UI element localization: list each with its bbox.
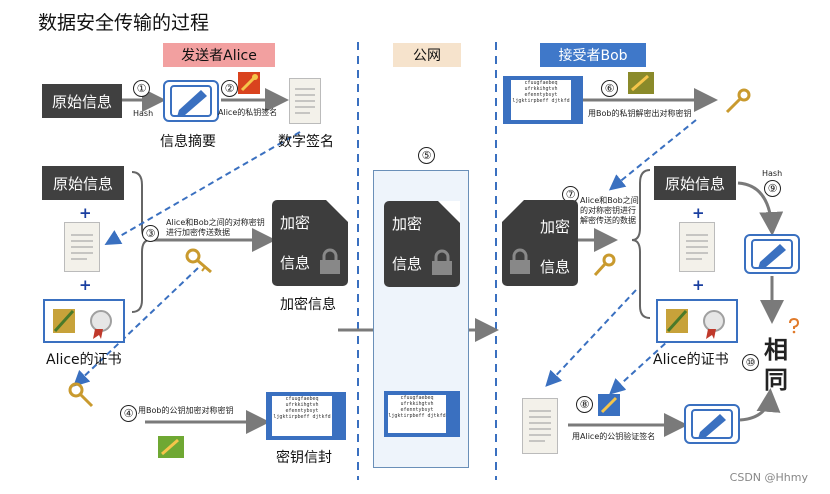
- step-5-badge: ⑤: [418, 147, 435, 164]
- same-char-1: 相: [764, 336, 788, 364]
- arrow-to-same-bottom: [739, 388, 781, 422]
- receiver-original-info: 原始信息: [654, 166, 736, 200]
- sym-key-icon-receiver: [724, 88, 752, 114]
- step-2-badge: ②: [221, 80, 238, 97]
- public-network-header: 公网: [393, 43, 461, 67]
- lock-icon-sender: [320, 248, 340, 274]
- plus-sign-4: +: [692, 276, 705, 294]
- info-word-sender: 信息: [280, 254, 311, 272]
- signature-label: 数字签名: [278, 134, 334, 150]
- signature-doc-icon: [289, 78, 321, 124]
- step-8-badge: ⑧: [576, 396, 593, 413]
- digest-label: 信息摘要: [160, 134, 216, 150]
- step-10-badge: ⑩: [742, 354, 759, 371]
- dashed-doc-to-sig: [545, 289, 637, 387]
- step-6-badge: ⑥: [601, 80, 618, 97]
- enc-word-sender: 加密: [280, 214, 311, 232]
- hash-label-receiver: Hash: [762, 169, 783, 178]
- receiver-brace: [631, 169, 651, 319]
- bob-private-key-icon: [628, 72, 654, 94]
- receiver-header: 接受者Bob: [540, 43, 646, 67]
- enc-word-public: 加密: [392, 215, 423, 233]
- sender-encrypted-box: 加密 信息: [272, 200, 348, 286]
- hash-label-sender: Hash: [133, 109, 154, 118]
- public-envelope-box: cfuugfaebeq ufrkkihgtvh efenntybsyt ljgk…: [384, 391, 460, 437]
- envelope-hash-text: cfuugfaebeq ufrkkihgtvh efenntybsyt ljgk…: [272, 396, 332, 436]
- sender-cert-icon: [43, 299, 125, 343]
- dashed-key-to-decrypt: [608, 119, 697, 191]
- sym-decrypt-label: Alice和Bob之间的对称密钥进行解密传送的数据: [580, 196, 639, 225]
- alice-pubkey-verify-label: 用Alice的公钥验证签名: [572, 432, 656, 441]
- receiver-signed-doc-icon: [679, 222, 715, 272]
- step-9-badge: ⑨: [764, 180, 781, 197]
- sym-key-icon-sender: [185, 248, 213, 274]
- receiver-encrypted-box: 加密 信息: [502, 200, 578, 286]
- info-word-receiver: 信息: [540, 258, 571, 276]
- sender-signed-doc-icon: [64, 222, 100, 272]
- digest-icon: [163, 80, 219, 122]
- receiver-cert-icon: [656, 299, 738, 343]
- bob-public-key-icon: [158, 436, 184, 458]
- key-envelope-label: 密钥信封: [276, 450, 332, 466]
- step-4-badge: ④: [120, 405, 137, 422]
- public-envelope-hash-text: cfuugfaebeq ufrkkihgtvh efenntybsyt ljgk…: [388, 395, 446, 433]
- sym-key-icon-decrypt: [593, 253, 617, 277]
- sender-brace: [131, 171, 151, 313]
- receiver-envelope-box: cfuugfaebeq ufrkkihgtvh efenntybsyt ljgk…: [503, 76, 583, 124]
- watermark: CSDN @Hhmy: [729, 471, 808, 484]
- enc-word-receiver: 加密: [540, 218, 571, 236]
- receiver-signature-doc-icon: [522, 398, 558, 454]
- step-3-badge: ③: [142, 225, 159, 242]
- page-title: 数据安全传输的过程: [38, 12, 210, 34]
- info-word-public: 信息: [392, 255, 423, 273]
- lock-icon-receiver: [510, 248, 530, 274]
- arrow-hash-recv: [737, 181, 784, 236]
- plus-sign-1: +: [79, 204, 92, 222]
- bob-privkey-decrypt-label: 用Bob的私钥解密出对称密钥: [588, 109, 692, 118]
- sender-header: 发送者Alice: [163, 43, 275, 67]
- dashed-signature-to-doc: [104, 131, 301, 246]
- receiver-verify-digest-icon: [684, 404, 740, 444]
- plus-sign-3: +: [692, 204, 705, 222]
- same-char-2: 同: [764, 366, 788, 394]
- key-envelope-box: cfuugfaebeq ufrkkihgtvh efenntybsyt ljgk…: [266, 392, 346, 440]
- lock-icon-public: [432, 249, 452, 275]
- plus-sign-2: +: [79, 276, 92, 294]
- dashed-key-to-key: [73, 267, 199, 387]
- public-network-container: 加密 信息 cfuugfaebeq ufrkkihgtvh efenntybsy…: [373, 170, 469, 468]
- receiver-cert-label: Alice的证书: [653, 352, 729, 368]
- sender-original-info-2: 原始信息: [42, 166, 124, 200]
- question-mark-icon: [786, 317, 802, 334]
- sender-original-info-1: 原始信息: [42, 84, 122, 118]
- private-key-sign-label: Alice的私钥签名: [218, 108, 278, 117]
- sym-key-icon-envelope: [68, 382, 94, 408]
- step-1-badge: ①: [133, 80, 150, 97]
- encrypted-info-label: 加密信息: [280, 297, 336, 313]
- sym-key-encrypt-label: Alice和Bob之间的对称密钥进行加密传送数据: [166, 218, 265, 237]
- alice-private-key-icon: [238, 72, 260, 94]
- sender-cert-label: Alice的证书: [46, 352, 122, 368]
- receiver-digest-icon: [744, 234, 800, 274]
- bob-pubkey-encrypt-label: 用Bob的公钥加密对称密钥: [138, 406, 234, 415]
- receiver-envelope-hash-text: cfuugfaebeq ufrkkihgtvh efenntybsyt ljgk…: [511, 80, 571, 120]
- alice-public-key-icon: [598, 394, 620, 416]
- public-encrypted-box: 加密 信息: [384, 201, 460, 287]
